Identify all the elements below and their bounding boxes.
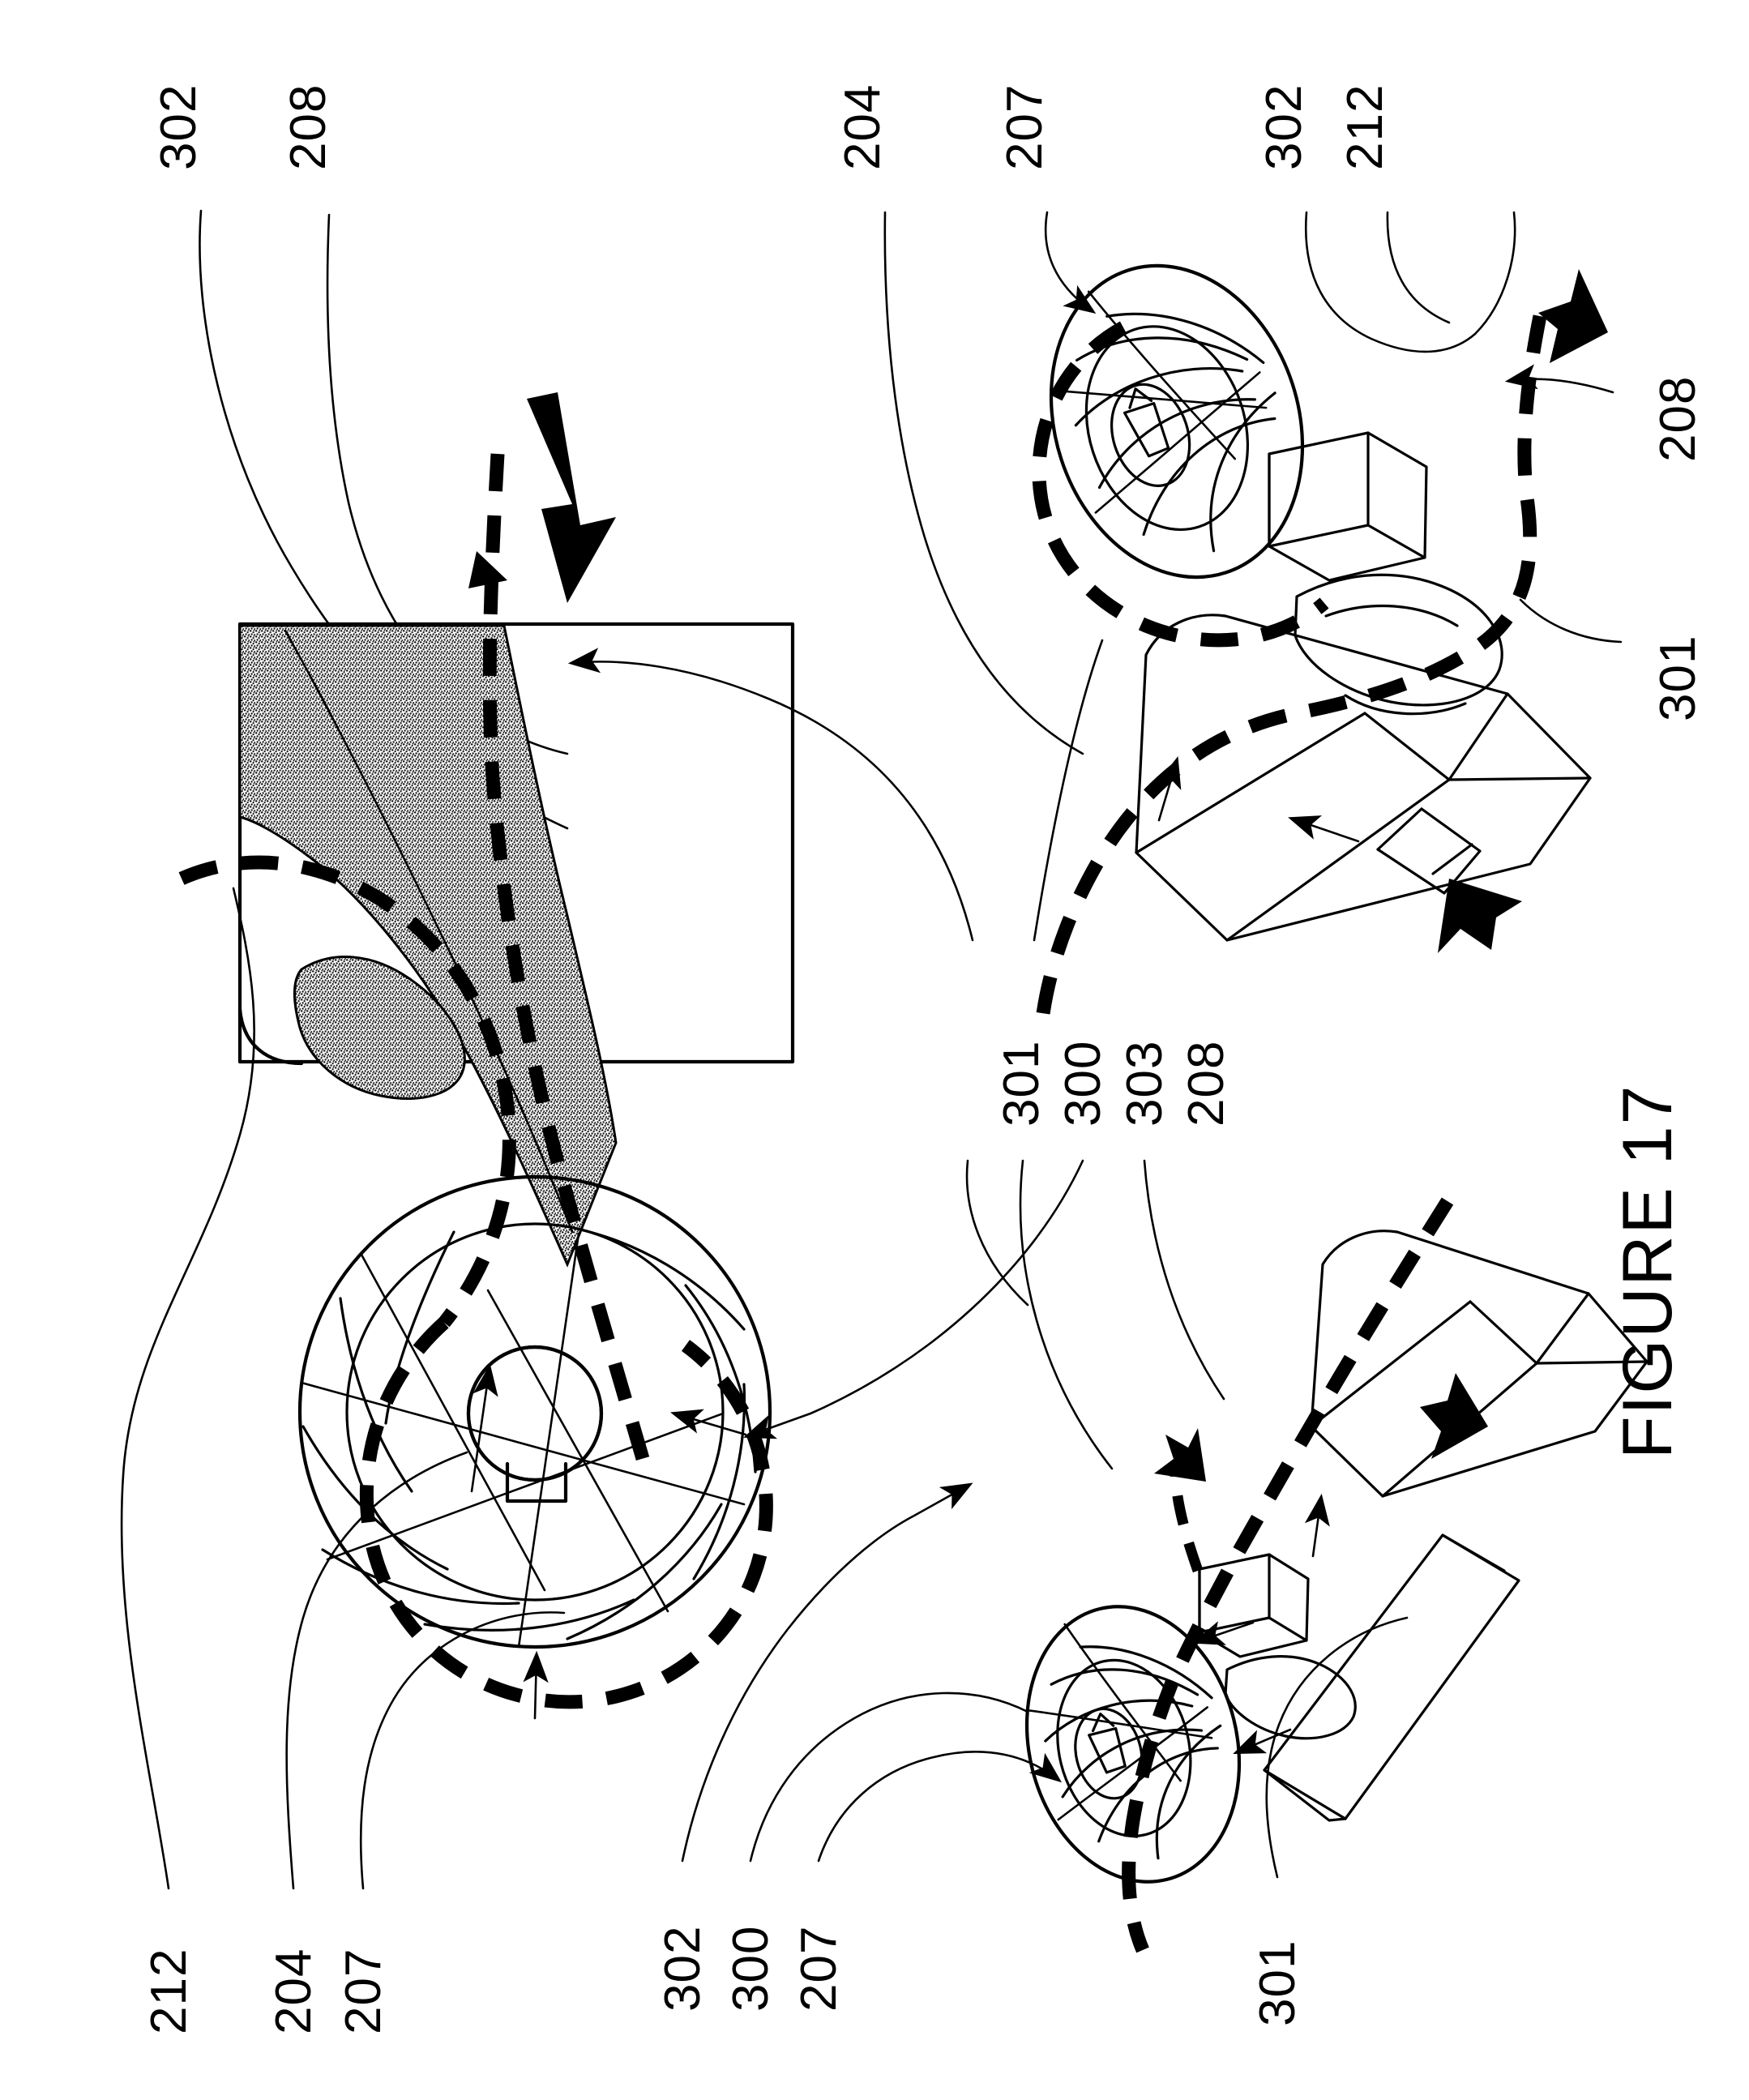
reference-numeral-207-bottom-center: 207 bbox=[791, 1925, 847, 2012]
flow-direction-arrows-iso-upper bbox=[1438, 269, 1608, 953]
reference-numeral-204-top-right: 204 bbox=[835, 83, 891, 170]
reference-numeral-208-center: 208 bbox=[1178, 1040, 1234, 1127]
isometric-assembly-upper bbox=[1032, 263, 1608, 1021]
leader-lines-center-column bbox=[567, 639, 1225, 1470]
leader-line-bottom-right bbox=[1265, 1616, 1409, 1879]
reference-numeral-207-top-right: 207 bbox=[997, 83, 1053, 170]
reference-numeral-302-bottom-center: 302 bbox=[655, 1925, 711, 2012]
reference-numeral-302-top-left: 302 bbox=[151, 83, 207, 170]
reference-numeral-301-right-edge: 301 bbox=[1650, 635, 1706, 721]
reference-numeral-301-center: 301 bbox=[994, 1040, 1050, 1127]
reference-numeral-208-right-edge: 208 bbox=[1650, 375, 1706, 462]
main-sectional-view bbox=[178, 392, 795, 1720]
figure-title: FIGURE 17 bbox=[1609, 1084, 1687, 1459]
leader-lines-right-edge bbox=[1504, 364, 1623, 644]
reference-numeral-302-top-right: 302 bbox=[1256, 83, 1312, 170]
leader-lines-top-right bbox=[883, 211, 1516, 755]
reference-numeral-301-bottom-right: 301 bbox=[1250, 1940, 1306, 2026]
reference-numeral-300-center: 300 bbox=[1055, 1040, 1111, 1127]
flow-direction-arrows-iso-lower bbox=[1154, 1373, 1488, 1482]
reference-numeral-212-bottom-left: 212 bbox=[141, 1948, 197, 2034]
isometric-assembly-lower bbox=[1024, 1197, 1649, 1953]
reference-numeral-204-bottom-left: 204 bbox=[266, 1948, 322, 2034]
reference-numeral-212-top-right: 212 bbox=[1337, 83, 1393, 170]
reference-numeral-300-bottom-center: 300 bbox=[723, 1925, 779, 2012]
reference-numeral-303-center: 303 bbox=[1117, 1040, 1173, 1127]
leader-lines-bottom-center bbox=[681, 1482, 1063, 1863]
reference-numeral-208-top-left: 208 bbox=[280, 83, 336, 170]
reference-numeral-207-bottom-left: 207 bbox=[336, 1948, 391, 2034]
leader-lines-bottom-left bbox=[120, 887, 566, 1890]
flow-direction-arrow-main bbox=[527, 392, 616, 603]
